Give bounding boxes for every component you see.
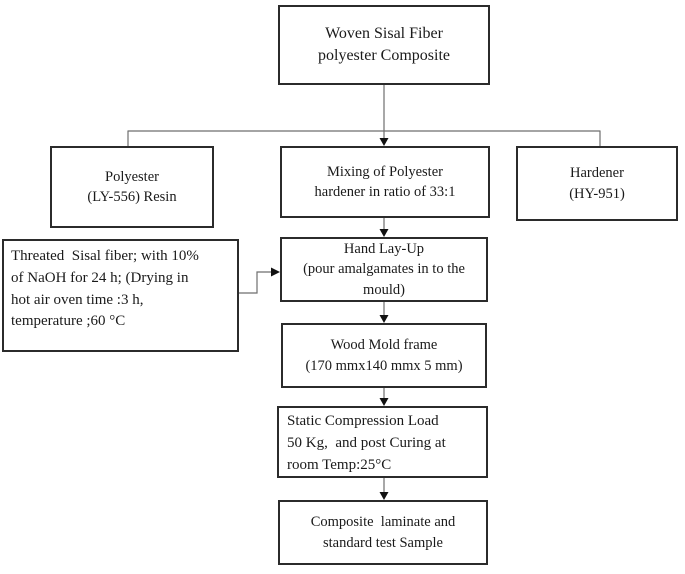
arrowhead-into-woodmold [379, 315, 389, 323]
flowchart-box-woven-sisal-composite: Woven Sisal Fiber polyester Composite [278, 5, 490, 85]
flowchart-box-compression-curing: Static Compression Load 50 Kg, and post … [277, 406, 488, 478]
flowchart-box-composite-laminate: Composite laminate and standard test Sam… [278, 500, 488, 565]
box-label-hand-layup: Hand Lay-Up (pour amalgamates in to the … [303, 241, 465, 298]
box-label-woven-sisal-composite: Woven Sisal Fiber polyester Composite [318, 24, 450, 64]
box-label-fiber-pretreatment: Threated Sisal fiber; with 10% of NaOH f… [11, 248, 199, 330]
arrowhead-into-static [379, 398, 389, 406]
box-label-composite-laminate: Composite laminate and standard test Sam… [310, 514, 456, 551]
box-label-compression-curing: Static Compression Load 50 Kg, and post … [287, 413, 446, 473]
arrowhead-group [271, 138, 389, 500]
connector-line-group [127, 85, 601, 493]
flowchart-box-hand-layup: Hand Lay-Up (pour amalgamates in to the … [280, 237, 488, 302]
arrowhead-into-handlayup-left [271, 267, 280, 277]
box-label-polyester-resin: Polyester (LY-556) Resin [87, 168, 177, 205]
arrowhead-into-mixing [379, 138, 389, 146]
flowchart-box-wood-mold-frame: Wood Mold frame (170 mmx140 mmx 5 mm) [281, 323, 487, 388]
box-label-mixing-ratio: Mixing of Polyester hardener in ratio of… [314, 163, 456, 200]
arrowhead-into-handlayup [379, 229, 389, 237]
flowchart-box-hardener: Hardener (HY-951) [516, 146, 678, 221]
flowchart-box-polyester-resin: Polyester (LY-556) Resin [50, 146, 214, 228]
line-pretreat-elbow [239, 271, 272, 294]
box-label-hardener: Hardener (HY-951) [569, 165, 625, 202]
arrowhead-into-composite [379, 492, 389, 500]
flowchart-box-mixing-ratio: Mixing of Polyester hardener in ratio of… [280, 146, 490, 218]
flowchart-box-fiber-pretreatment: Threated Sisal fiber; with 10% of NaOH f… [2, 239, 239, 352]
box-label-wood-mold-frame: Wood Mold frame (170 mmx140 mmx 5 mm) [305, 337, 463, 374]
